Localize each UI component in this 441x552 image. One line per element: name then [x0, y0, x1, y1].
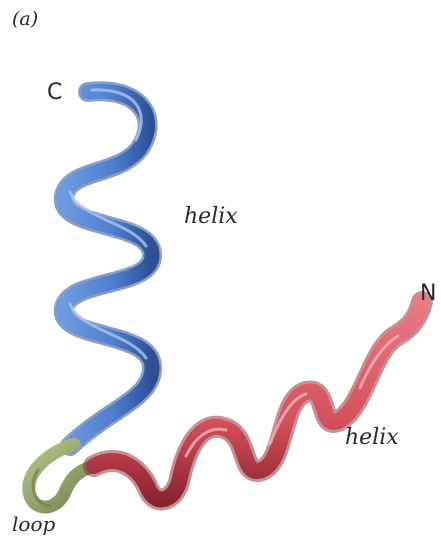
c-terminus-label: C: [47, 82, 62, 104]
blue-helix-ribbon: [64, 91, 152, 446]
green-loop-ribbon: [29, 444, 96, 507]
blue-helix: [64, 90, 152, 446]
n-terminus-label: N: [420, 283, 436, 305]
panel-label: (a): [12, 10, 38, 29]
lower-helix-label: helix: [345, 427, 399, 449]
loop-label: loop: [12, 514, 55, 534]
green-loop: [29, 444, 96, 507]
upper-helix-label: helix: [184, 206, 238, 228]
